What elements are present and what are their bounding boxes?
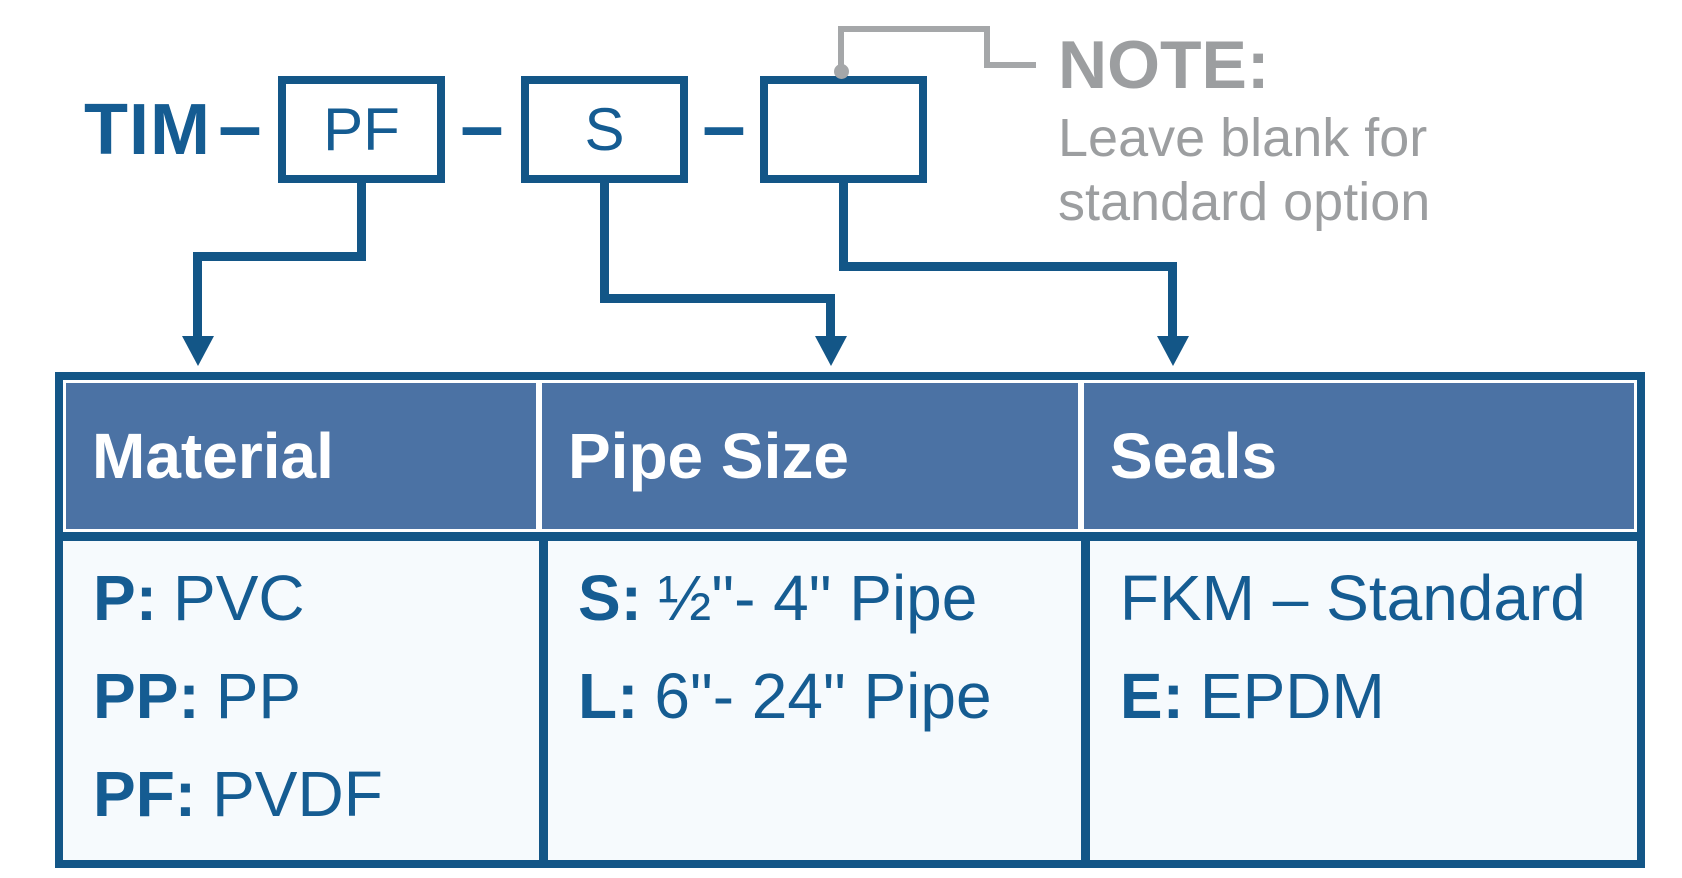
dash-separator: – bbox=[702, 81, 746, 169]
option-code: L: bbox=[577, 660, 639, 732]
option-row: FKM – Standard bbox=[1120, 549, 1637, 647]
header-pipe-size: Pipe Size bbox=[541, 383, 1078, 529]
note-text-line: standard option bbox=[1058, 172, 1431, 232]
note-callout: NOTE: Leave blank for standard option bbox=[1058, 24, 1430, 234]
option-row: S:½"- 4" Pipe bbox=[578, 549, 1081, 647]
connector-material bbox=[357, 179, 366, 261]
table-body-row: P:PVC PP:PP PF:PVDF S:½"- 4" Pipe L:6"- … bbox=[63, 541, 1637, 860]
product-prefix: TIM bbox=[84, 89, 211, 170]
note-title: NOTE: bbox=[1058, 27, 1270, 103]
arrow-down-icon bbox=[182, 336, 214, 366]
table-header-divider bbox=[63, 532, 1637, 541]
option-code: E: bbox=[1119, 660, 1184, 732]
arrow-down-icon bbox=[815, 336, 847, 366]
connector-material bbox=[193, 252, 202, 340]
option-code: PP: bbox=[93, 660, 200, 732]
option-row: PP:PP bbox=[93, 647, 539, 745]
header-seals: Seals bbox=[1083, 383, 1634, 529]
note-connector-line bbox=[984, 26, 990, 68]
option-row: L:6"- 24" Pipe bbox=[578, 647, 1081, 745]
arrow-down-icon bbox=[1157, 336, 1189, 366]
option-label: PVC bbox=[173, 562, 305, 634]
option-code: PF: bbox=[93, 758, 197, 830]
connector-seals bbox=[839, 183, 848, 271]
note-connector-line bbox=[984, 62, 1036, 68]
note-connector-dot-icon bbox=[834, 64, 849, 79]
header-material: Material bbox=[66, 383, 536, 529]
option-row: P:PVC bbox=[93, 549, 539, 647]
dash-separator: – bbox=[218, 81, 262, 169]
options-table: Material Pipe Size Seals P:PVC PP:PP PF:… bbox=[55, 372, 1645, 868]
cell-pipe-size-options: S:½"- 4" Pipe L:6"- 24" Pipe bbox=[538, 541, 1081, 860]
note-connector-line bbox=[838, 26, 844, 70]
table-header-row: Material Pipe Size Seals bbox=[63, 380, 1637, 532]
option-label: PP bbox=[215, 660, 302, 732]
option-code: P: bbox=[93, 562, 157, 634]
option-label: 6"- 24" Pipe bbox=[654, 660, 992, 732]
option-label: EPDM bbox=[1199, 660, 1385, 732]
connector-pipe-size bbox=[826, 294, 835, 340]
option-label: PVDF bbox=[212, 758, 383, 830]
option-code: S: bbox=[577, 562, 642, 634]
connector-seals bbox=[1168, 262, 1177, 340]
code-box-pipe-size: S bbox=[521, 76, 688, 183]
connector-pipe-size bbox=[600, 294, 835, 303]
option-row: E:EPDM bbox=[1120, 647, 1637, 745]
connector-pipe-size bbox=[600, 179, 609, 303]
option-row: PF:PVDF bbox=[93, 745, 539, 843]
cell-material-options: P:PVC PP:PP PF:PVDF bbox=[63, 541, 539, 860]
dash-separator: – bbox=[460, 81, 504, 169]
option-label: FKM – Standard bbox=[1119, 562, 1586, 634]
code-box-seals-blank bbox=[760, 76, 927, 183]
cell-seals-options: FKM – Standard E:EPDM bbox=[1080, 541, 1637, 860]
note-connector-line bbox=[838, 26, 990, 32]
option-label: ½"- 4" Pipe bbox=[657, 562, 978, 634]
connector-material bbox=[193, 252, 366, 261]
code-box-material: PF bbox=[278, 76, 445, 183]
connector-seals bbox=[839, 262, 1177, 271]
note-text-line: Leave blank for bbox=[1058, 108, 1428, 168]
